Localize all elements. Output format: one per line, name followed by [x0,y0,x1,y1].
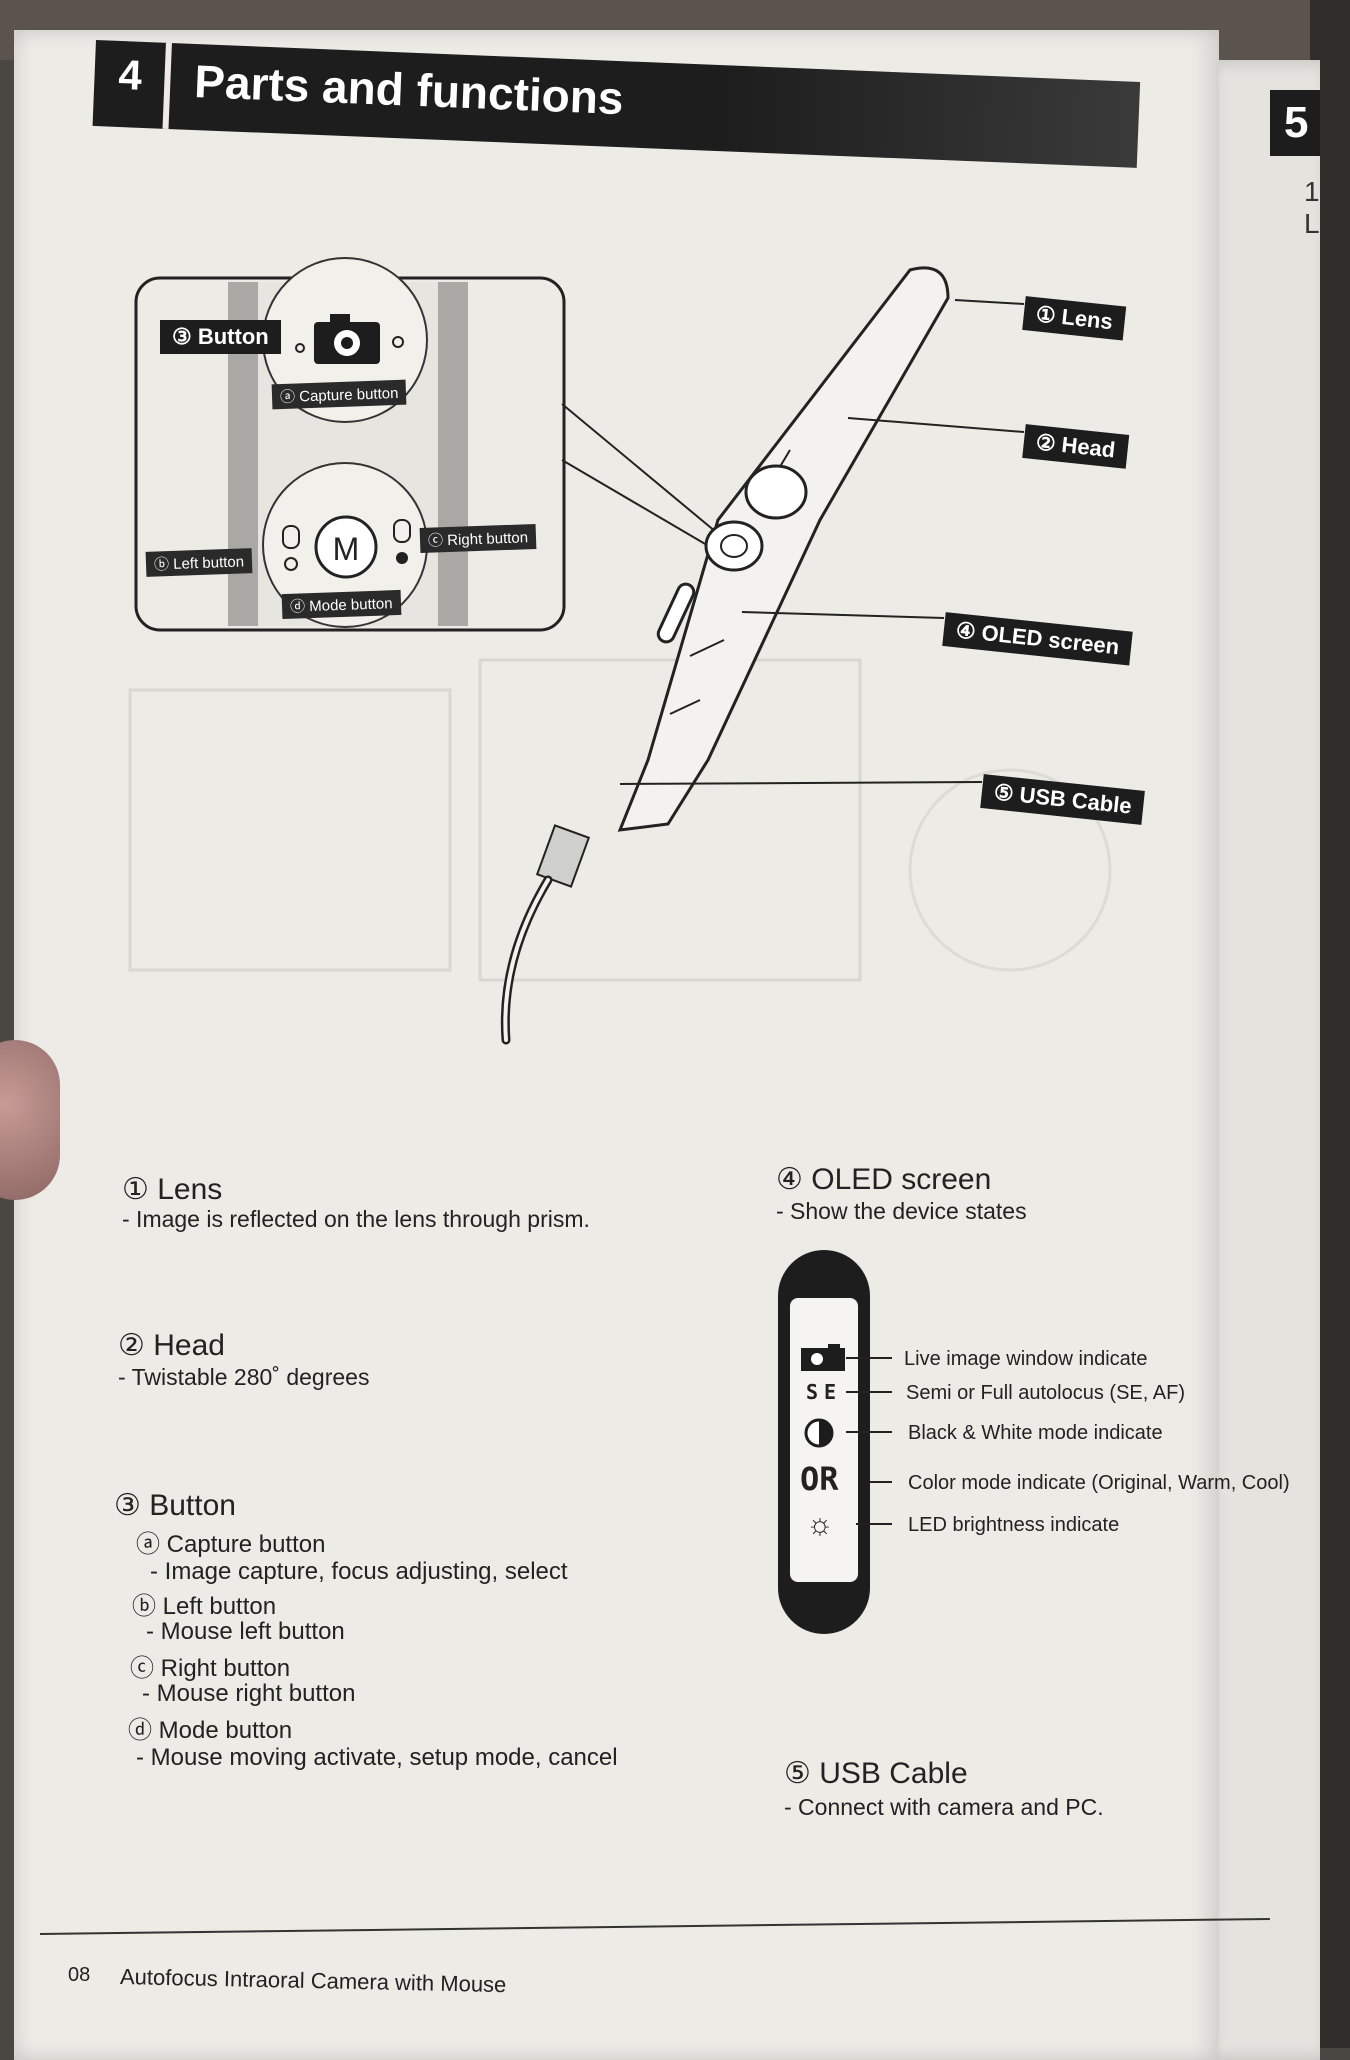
camera-icon [801,1344,845,1371]
right-button-desc: - Mouse right button [142,1680,356,1707]
half-circle-icon [804,1418,834,1448]
oled-label-focus: Semi or Full autolocus (SE, AF) [906,1382,1185,1404]
next-page: 5 1. L C [1200,60,1320,2060]
oled-label-live: Live image window indicate [904,1348,1148,1370]
mode-key-letter: M [333,531,360,567]
right-button-tag: ⓒ Right button [419,523,537,554]
usb-desc: - Connect with camera and PC. [784,1794,1104,1820]
oled-label-bw: Black & White mode indicate [908,1422,1163,1444]
mode-key-circle [314,515,378,579]
left-button-name: ⓑ Left button [132,1593,277,1620]
oled-desc: - Show the device states [776,1198,1027,1224]
left-button-desc: - Mouse left button [146,1618,345,1645]
button-inset-label: ③ Button [160,320,281,354]
capture-camera-icon [314,314,380,364]
mode-button-tag: ⓓ Mode button [281,589,401,620]
button-title: ③ Button [114,1489,236,1522]
capture-button-tag: ⓐ Capture button [271,379,407,410]
camera-body [500,266,950,1045]
brightness-glyph: ☼ [806,1508,834,1541]
oled-title: ④ OLED screen [776,1163,992,1196]
oled-label-color: Color mode indicate (Original, Warm, Coo… [908,1472,1290,1494]
left-button-tag: ⓑ Left button [145,548,253,577]
mode-button-name: ⓓ Mode button [128,1717,293,1744]
head-title: ② Head [118,1329,225,1362]
se-glyph: SE [806,1380,843,1404]
oled-leader-lines [846,1357,892,1525]
mode-button-desc: - Mouse moving activate, setup mode, can… [136,1744,618,1771]
next-page-text: 1. L [1304,176,1320,239]
footer-page-number: 08 [68,1964,91,1986]
thumb [0,1040,60,1200]
capture-button-desc: - Image capture, focus adjusting, select [150,1558,568,1585]
usb-title: ⑤ USB Cable [784,1757,968,1790]
right-button-name: ⓒ Right button [130,1655,291,1682]
or-glyph: OR [800,1460,839,1498]
next-section-badge: 5 [1270,90,1320,156]
oled-label-led: LED brightness indicate [908,1514,1120,1536]
capture-button-name: ⓐ Capture button [136,1531,326,1558]
lens-desc: - Image is reflected on the lens through… [122,1206,590,1232]
head-desc: - Twistable 280˚ degrees [118,1364,370,1390]
lens-title: ① Lens [122,1173,223,1206]
